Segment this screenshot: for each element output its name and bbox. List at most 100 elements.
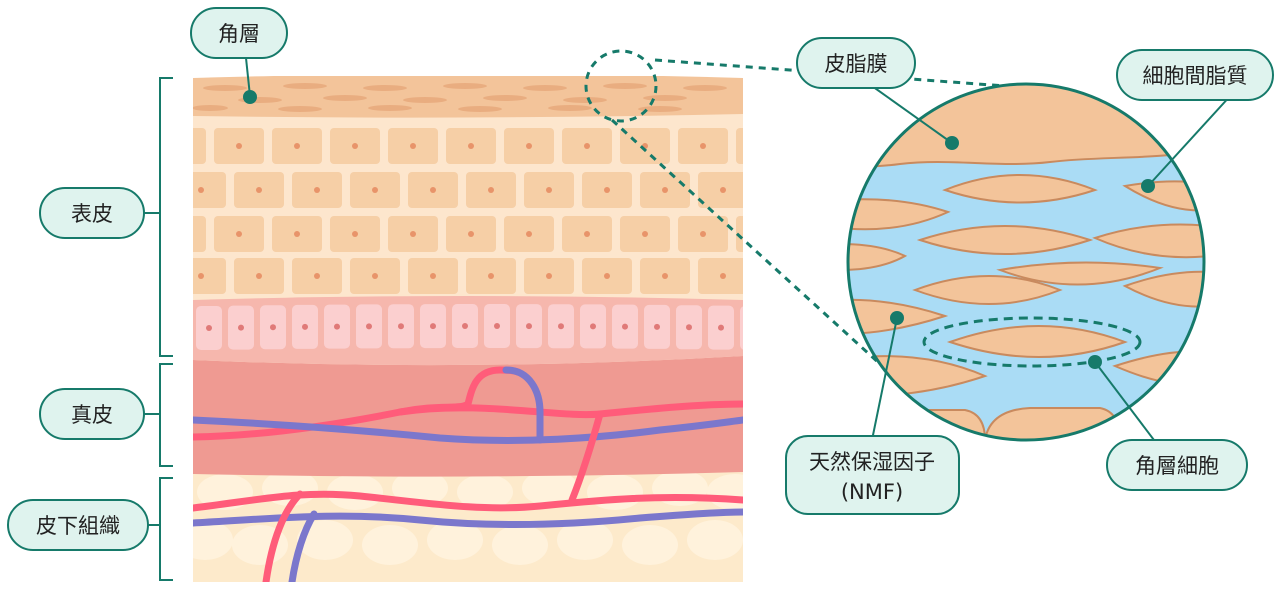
label-intercellular-lipids: 細胞間脂質 xyxy=(1116,49,1274,101)
label-stratum-corneum: 角層 xyxy=(190,7,288,59)
nmf-highlight xyxy=(922,316,1142,368)
label-corneocytes: 角層細胞 xyxy=(1106,439,1248,491)
artery-vertical xyxy=(262,490,304,582)
cell-nucleus xyxy=(238,324,244,331)
cell-nucleus xyxy=(686,324,692,331)
zoom-source-circle xyxy=(584,49,658,123)
cell-nucleus xyxy=(314,273,320,279)
cell-nucleus xyxy=(488,273,494,279)
cell-nucleus xyxy=(526,231,532,237)
cell-nucleus xyxy=(430,273,436,279)
label-text: 細胞間脂質 xyxy=(1143,64,1248,88)
cell-nucleus xyxy=(662,273,668,279)
cell-nucleus xyxy=(198,273,204,279)
fat-cells xyxy=(193,470,743,565)
cell-nucleus xyxy=(604,187,610,193)
epidermal-cell xyxy=(193,172,226,208)
cell-nucleus xyxy=(494,323,500,330)
epidermal-cell xyxy=(736,128,743,164)
cell-nucleus xyxy=(622,323,628,330)
cell-nucleus xyxy=(546,187,552,193)
label-nmf: 天然保湿因子 (NMF) xyxy=(785,435,960,515)
cell-nucleus xyxy=(302,323,308,330)
dermis-bracket xyxy=(159,363,173,467)
cell-nucleus xyxy=(584,143,590,149)
cell-nucleus xyxy=(718,324,724,331)
cell-nucleus xyxy=(488,187,494,193)
vein-loop xyxy=(502,366,544,444)
cell-nucleus xyxy=(654,323,660,330)
cell-nucleus xyxy=(758,231,764,237)
cell-nucleus xyxy=(430,187,436,193)
cell-nucleus xyxy=(256,187,262,193)
cell-nucleus xyxy=(526,323,532,330)
vein-subcutis xyxy=(193,508,743,528)
cell-nucleus xyxy=(526,143,532,149)
cell-nucleus xyxy=(758,143,764,149)
cell-nucleus xyxy=(642,231,648,237)
epidermis-bracket xyxy=(159,77,173,357)
epidermal-cells xyxy=(178,128,764,294)
cell-nucleus xyxy=(662,187,668,193)
epidermal-cell xyxy=(736,216,743,252)
cell-nucleus xyxy=(700,231,706,237)
cell-nucleus xyxy=(270,324,276,331)
cell-nucleus xyxy=(372,273,378,279)
cell-nucleus xyxy=(720,273,726,279)
label-dermis: 真皮 xyxy=(39,388,145,440)
skin-cross-section xyxy=(178,76,764,582)
basal-cells xyxy=(196,304,743,350)
cell-nucleus xyxy=(236,231,242,237)
blood-vessels xyxy=(193,366,743,582)
label-text: 表皮 xyxy=(71,202,113,226)
label-text-line1: 天然保湿因子 xyxy=(809,450,935,474)
artery-subcutis xyxy=(193,490,743,512)
leader-dots xyxy=(243,90,1155,369)
vein-vertical xyxy=(288,510,318,582)
label-text: 角層細胞 xyxy=(1135,454,1219,478)
cell-nucleus xyxy=(294,143,300,149)
subcutis-bracket xyxy=(159,477,173,581)
artery-dermis-2 xyxy=(396,400,743,419)
label-subcutis: 皮下組織 xyxy=(7,499,149,551)
cell-nucleus xyxy=(236,143,242,149)
label-sebum-membrane: 皮脂膜 xyxy=(796,37,916,89)
cell-nucleus xyxy=(462,323,468,330)
cell-nucleus xyxy=(178,231,184,237)
cell-nucleus xyxy=(468,231,474,237)
cell-nucleus xyxy=(352,231,358,237)
label-epidermis: 表皮 xyxy=(39,187,145,239)
cell-nucleus xyxy=(206,324,212,331)
vein-dermis xyxy=(193,416,743,444)
basal-cell xyxy=(740,306,743,350)
layer-brackets xyxy=(144,77,173,581)
cell-nucleus xyxy=(334,323,340,330)
cell-nucleus xyxy=(546,273,552,279)
cell-nucleus xyxy=(468,143,474,149)
cell-nucleus xyxy=(410,143,416,149)
dermis-layer xyxy=(193,352,743,477)
corneum-streaks xyxy=(193,83,727,112)
cell-nucleus xyxy=(314,187,320,193)
cell-nucleus xyxy=(590,323,596,330)
cell-nucleus xyxy=(584,231,590,237)
label-text: 皮下組織 xyxy=(36,514,120,538)
cell-nucleus xyxy=(352,143,358,149)
cell-nucleus xyxy=(398,323,404,330)
cell-nucleus xyxy=(178,143,184,149)
cell-nucleus xyxy=(366,323,372,330)
epidermal-cell xyxy=(193,258,226,294)
cell-nucleus xyxy=(294,231,300,237)
label-text: 角層 xyxy=(218,22,260,46)
cell-nucleus xyxy=(700,143,706,149)
cell-nucleus xyxy=(410,231,416,237)
cell-nucleus xyxy=(720,187,726,193)
cell-nucleus xyxy=(558,323,564,330)
artery-descending xyxy=(568,410,604,504)
leader-lines xyxy=(245,57,1233,449)
epidermal-cell xyxy=(193,128,206,164)
epidermal-cell xyxy=(193,216,206,252)
magnified-corneum xyxy=(846,82,1206,442)
cell-nucleus xyxy=(372,187,378,193)
